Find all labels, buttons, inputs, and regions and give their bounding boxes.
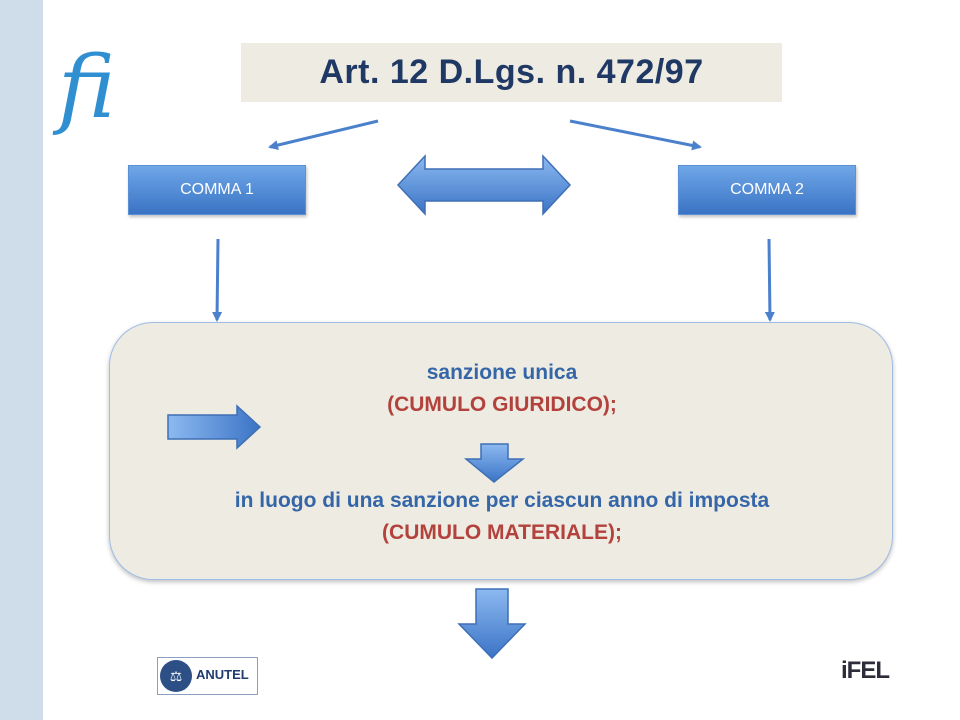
- comma-1-box: COMMA 1: [128, 165, 306, 215]
- comma-1-label: COMMA 1: [180, 181, 254, 198]
- right-arrow-shape: [167, 404, 262, 450]
- scales-icon: ⚖: [160, 660, 192, 692]
- comma-2-box: COMMA 2: [678, 165, 856, 215]
- box-line-3: in luogo di una sanzione per ciascun ann…: [234, 489, 770, 512]
- arrow-title-to-comma-2: [569, 119, 702, 151]
- big-down-arrow-shape: [457, 588, 527, 660]
- fi-logo: fi: [58, 38, 116, 138]
- slide-title: Art. 12 D.Lgs. n. 472/97: [319, 53, 704, 91]
- ifel-logo-text: iFEL: [841, 657, 890, 684]
- arrow-comma-2-to-box: [764, 238, 775, 322]
- small-down-arrow-shape: [463, 443, 526, 483]
- box-line-1: sanzione unica: [426, 361, 578, 384]
- arrow-comma-1-to-box: [212, 238, 223, 322]
- arrow-title-to-comma-1: [268, 119, 379, 150]
- anutel-logo: ⚖ ANUTEL: [157, 657, 258, 695]
- box-line-4: (CUMULO MATERIALE);: [382, 521, 622, 544]
- box-line-2: (CUMULO GIURIDICO);: [387, 393, 617, 416]
- double-arrow: [396, 154, 572, 216]
- left-side-band: [0, 0, 43, 720]
- anutel-logo-text: ANUTEL: [196, 667, 249, 682]
- title-box: Art. 12 D.Lgs. n. 472/97: [241, 43, 782, 102]
- ifel-logo: iFEL: [841, 657, 911, 697]
- comma-2-label: COMMA 2: [730, 181, 804, 198]
